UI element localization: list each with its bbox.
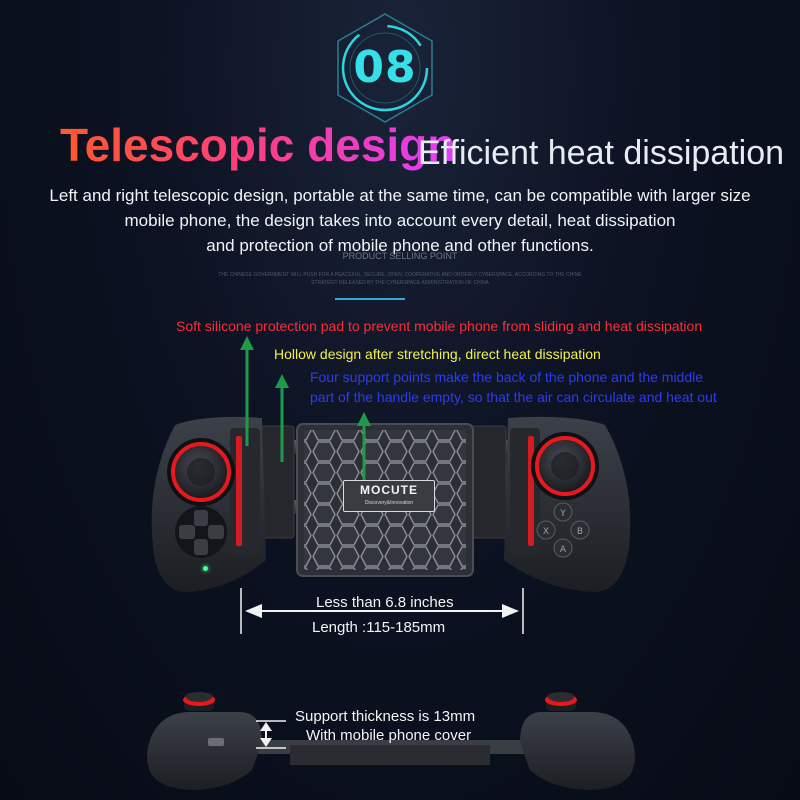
button-y-label: Y bbox=[559, 509, 566, 519]
gamepad-side-view bbox=[147, 692, 635, 790]
annotation-silicone-pad: Soft silicone protection pad to prevent … bbox=[176, 318, 703, 334]
annotation-line: Four support points make the back of the… bbox=[310, 369, 704, 385]
section-number: 08 bbox=[353, 42, 417, 93]
section-badge: 08 bbox=[325, 8, 445, 128]
phone-size-label: Less than 6.8 inches bbox=[316, 594, 454, 611]
brand-name: MOCUTE bbox=[360, 483, 418, 497]
description-line: mobile phone, the design takes into acco… bbox=[124, 211, 676, 230]
fine-print-line: THE CHINESE GOVERNMENT WILL PUSH FOR A P… bbox=[218, 272, 582, 278]
right-support-pad bbox=[469, 425, 507, 539]
button-a-label: A bbox=[560, 545, 567, 555]
fine-print-line: STRATEGY RELEASED BY THE CYBERSPACE ADMI… bbox=[311, 280, 489, 286]
phone-cover-label: With mobile phone cover bbox=[306, 727, 472, 744]
selling-point-heading: PRODUCT SELLING POINT bbox=[342, 251, 458, 261]
annotation-line: part of the handle empty, so that the ai… bbox=[310, 389, 717, 405]
fine-print: THE CHINESE GOVERNMENT WILL PUSH FOR A P… bbox=[0, 271, 800, 287]
right-grip: Y X B A bbox=[504, 416, 631, 592]
button-x-label: X bbox=[543, 527, 549, 537]
brand-tagline: Discovery&Innovation bbox=[364, 500, 414, 506]
button-b-label: B bbox=[577, 527, 583, 537]
face-buttons-icon: Y X B A bbox=[536, 502, 590, 558]
length-label: Length :115-185mm bbox=[312, 619, 446, 636]
thickness-label: Support thickness is 13mm bbox=[295, 708, 476, 725]
title-heat: Efficient heat dissipation bbox=[418, 134, 785, 172]
description: Left and right telescopic design, portab… bbox=[0, 183, 800, 258]
description-line: and protection of mobile phone and other… bbox=[206, 236, 594, 255]
annotation-hollow-design: Hollow design after stretching, direct h… bbox=[274, 346, 601, 362]
status-led bbox=[203, 566, 208, 571]
brand-logo: MOCUTE Discovery&Innovation bbox=[343, 480, 435, 512]
hexagon-badge-icon bbox=[337, 13, 433, 123]
thickness-dimension bbox=[256, 720, 286, 749]
annotation-support-points: Four support points make the back of the… bbox=[310, 367, 717, 407]
divider bbox=[335, 298, 405, 300]
title-telescopic: Telescopic design bbox=[60, 119, 456, 171]
annotation-arrows bbox=[240, 336, 371, 482]
left-grip bbox=[151, 416, 266, 592]
dpad-icon bbox=[175, 506, 227, 558]
length-dimension bbox=[240, 588, 524, 634]
description-line: Left and right telescopic design, portab… bbox=[49, 186, 751, 205]
